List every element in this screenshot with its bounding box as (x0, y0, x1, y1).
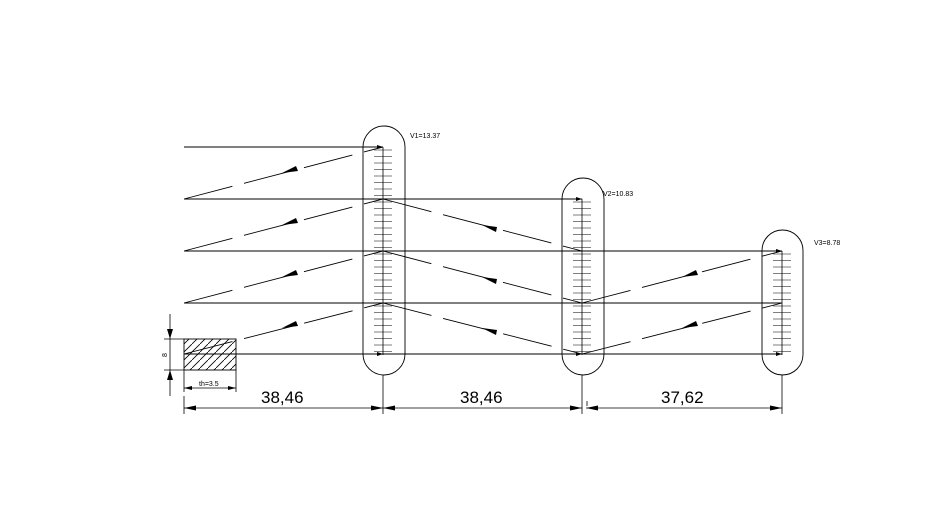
horizontal-lines (184, 146, 782, 355)
station-axes (382, 147, 783, 355)
length-dimensions (183, 375, 783, 414)
thickness-dimension (183, 370, 237, 392)
dimension-label-1: 38,46 (261, 388, 304, 407)
arrow-left-icon (682, 270, 698, 277)
station-v2-label: V2=10.83 (603, 191, 633, 198)
height-dimension (164, 314, 184, 396)
hatched-block (183, 338, 237, 371)
arrow-left-icon (282, 270, 298, 277)
arrow-up-icon (167, 370, 173, 380)
arrow-left-icon (282, 321, 298, 328)
station-v3-capsule (761, 229, 804, 376)
arrow-left-icon (482, 277, 497, 284)
flow-arrows (282, 166, 698, 335)
arrow-left-icon (282, 166, 298, 173)
thickness-label: th=3.5 (199, 381, 219, 388)
arrow-left-icon (482, 225, 497, 232)
station-v1-label: V1=13.37 (410, 133, 440, 140)
station-v1-capsule (362, 125, 406, 376)
arrow-left-icon (682, 321, 698, 328)
dimension-label-3: 37,62 (661, 388, 704, 407)
height-label: 8 (162, 353, 169, 357)
station-v2-capsule (561, 177, 605, 376)
arrow-left-icon (482, 328, 497, 335)
station-end-arrows (377, 145, 782, 356)
dimension-label-2: 38,46 (460, 388, 503, 407)
station-v3-label: V3=8.78 (814, 240, 840, 247)
arrow-left-icon (282, 218, 298, 225)
dimension-arrows (184, 405, 782, 411)
arrow-down-icon (167, 329, 173, 339)
station-tick-marks (374, 149, 791, 352)
station-capsules (362, 125, 804, 376)
